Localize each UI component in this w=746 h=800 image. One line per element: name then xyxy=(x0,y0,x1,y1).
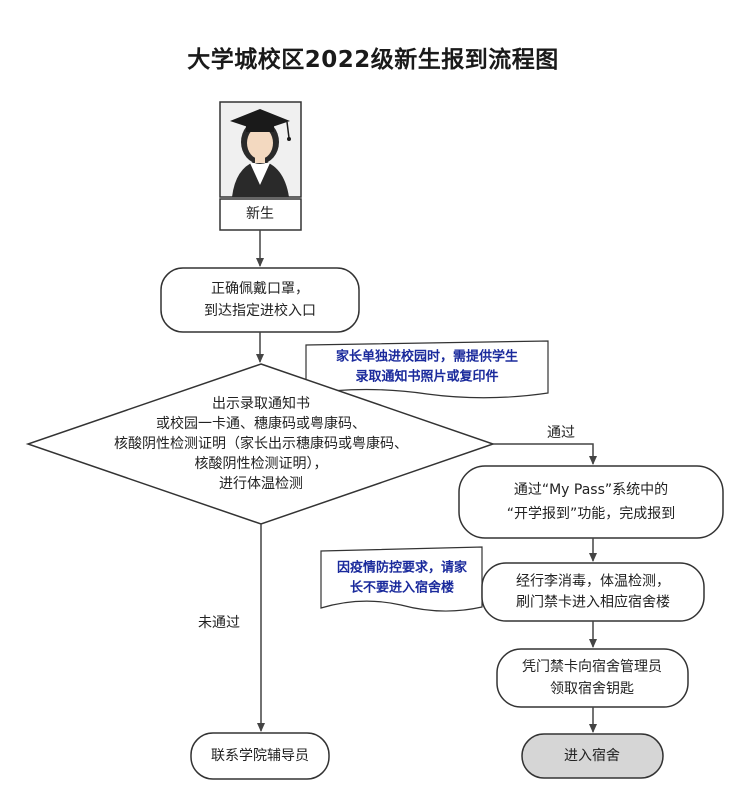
text-line: 新生 xyxy=(246,206,274,222)
node-student-text: 新生 xyxy=(246,206,274,222)
edge-label-fail: 未通过 xyxy=(198,615,240,631)
text-line: 或校园一卡通、穗康码或粤康码、 xyxy=(156,415,366,432)
node-luggage-text: 经行李消毒，体温检测， 刷门禁卡进入相应宿舍楼 xyxy=(516,574,670,611)
node-dorm-text: 进入宿舍 xyxy=(564,747,620,764)
node-mypass: 通过“My Pass”系统中的 “开学报到”功能，完成报到 xyxy=(458,465,724,539)
text-line: 领取宿舍钥匙 xyxy=(550,680,634,697)
text-line: 录取通知书照片或复印件 xyxy=(355,369,498,385)
text-line: 正确佩戴口罩， xyxy=(211,281,309,297)
node-dorm: 进入宿舍 xyxy=(521,733,664,779)
text-line: 因疫情防控要求，请家 xyxy=(337,560,468,576)
node-student: 新生 xyxy=(219,198,302,231)
text-line: 核酸阴性检测证明（家长出示穗康码或粤康码、 xyxy=(114,435,408,452)
node-counselor: 联系学院辅导员 xyxy=(190,732,330,780)
text-line: 家长单独进校园时，需提供学生 xyxy=(336,349,518,365)
text-line: 通过“My Pass”系统中的 xyxy=(514,482,668,498)
text-line: 凭门禁卡向宿舍管理员 xyxy=(522,658,662,675)
note-epidemic: 因疫情防控要求，请家长不要进入宿舍楼 xyxy=(320,546,483,612)
node-mypass-text: 通过“My Pass”系统中的 “开学报到”功能，完成报到 xyxy=(507,482,676,522)
student-avatar-icon xyxy=(219,101,302,198)
text-line: 出示录取通知书 xyxy=(212,395,310,412)
text-line: 经行李消毒，体温检测， xyxy=(516,574,670,590)
text-line: 刷门禁卡进入相应宿舍楼 xyxy=(516,594,670,611)
note-epidemic-text: 因疫情防控要求，请家长不要进入宿舍楼 xyxy=(337,560,468,596)
node-check-decision: 出示录取通知书或校园一卡通、穗康码或粤康码、核酸阴性检测证明（家长出示穗康码或粤… xyxy=(25,363,496,525)
text-line: 到达指定进校入口 xyxy=(204,302,316,319)
page-title: 大学城校区2022级新生报到流程图 xyxy=(187,47,559,73)
node-check-text: 出示录取通知书或校园一卡通、穗康码或粤康码、核酸阴性检测证明（家长出示穗康码或粤… xyxy=(114,395,408,492)
text-line: 进入宿舍 xyxy=(564,747,620,764)
node-luggage: 经行李消毒，体温检测， 刷门禁卡进入相应宿舍楼 xyxy=(481,562,705,622)
text-line: “开学报到”功能，完成报到 xyxy=(507,506,676,522)
edge-label-pass: 通过 xyxy=(547,425,575,441)
edge-check-to-mypass xyxy=(493,443,597,465)
text-line: 核酸阴性检测证明）， xyxy=(195,456,328,472)
note-parent-text: 家长单独进校园时，需提供学生录取通知书照片或复印件 xyxy=(336,349,518,385)
node-arrive-text: 正确佩戴口罩， 到达指定进校入口 xyxy=(204,281,316,319)
text-line: 长不要进入宿舍楼 xyxy=(350,580,454,596)
text-line: 联系学院辅导员 xyxy=(211,748,309,764)
node-key-text: 凭门禁卡向宿舍管理员领取宿舍钥匙 xyxy=(522,658,662,697)
node-arrive: 正确佩戴口罩， 到达指定进校入口 xyxy=(160,267,360,333)
note-parent: 家长单独进校园时，需提供学生录取通知书照片或复印件 xyxy=(305,340,549,399)
text-line: 进行体温检测 xyxy=(219,476,303,492)
node-counselor-text: 联系学院辅导员 xyxy=(211,748,309,764)
node-key: 凭门禁卡向宿舍管理员领取宿舍钥匙 xyxy=(496,648,689,708)
